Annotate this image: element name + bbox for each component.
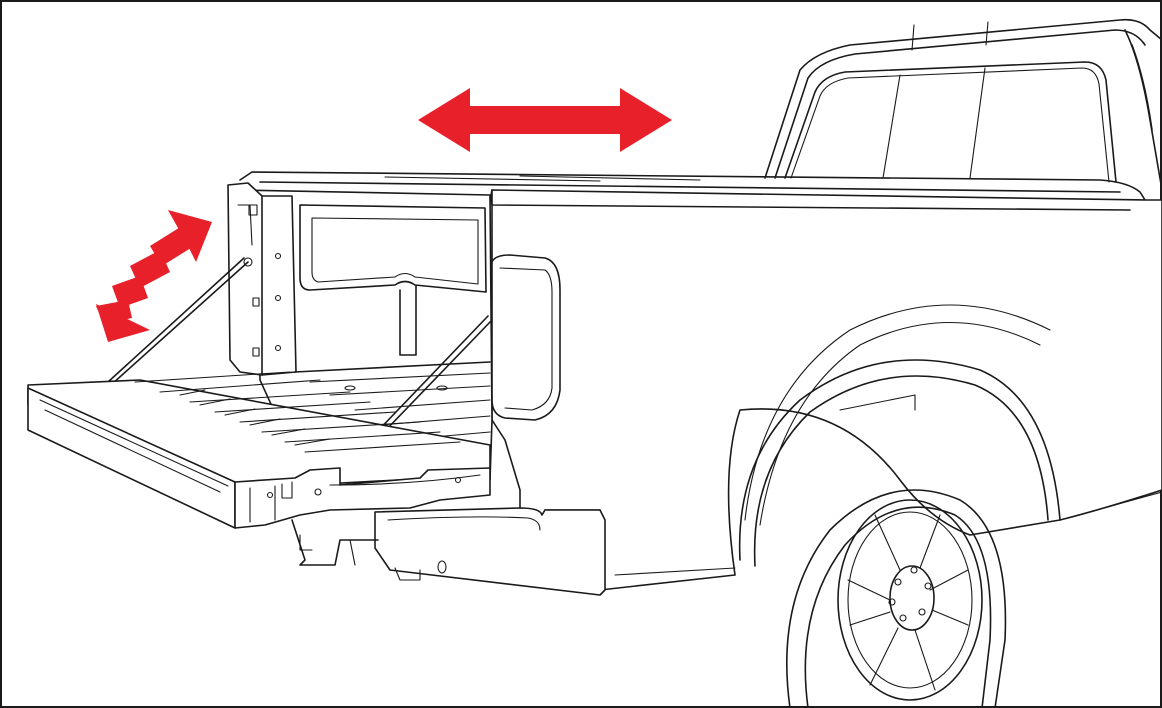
bed-rail	[239, 171, 1146, 201]
tailgate	[27, 371, 491, 529]
rear-wheel	[785, 489, 1007, 708]
truck-cab	[764, 18, 1162, 191]
rear-bumper	[291, 507, 606, 596]
bed-side-panel	[490, 189, 1162, 591]
tilt-arrow-icon	[96, 210, 212, 342]
slide-arrow-icon	[418, 88, 672, 152]
